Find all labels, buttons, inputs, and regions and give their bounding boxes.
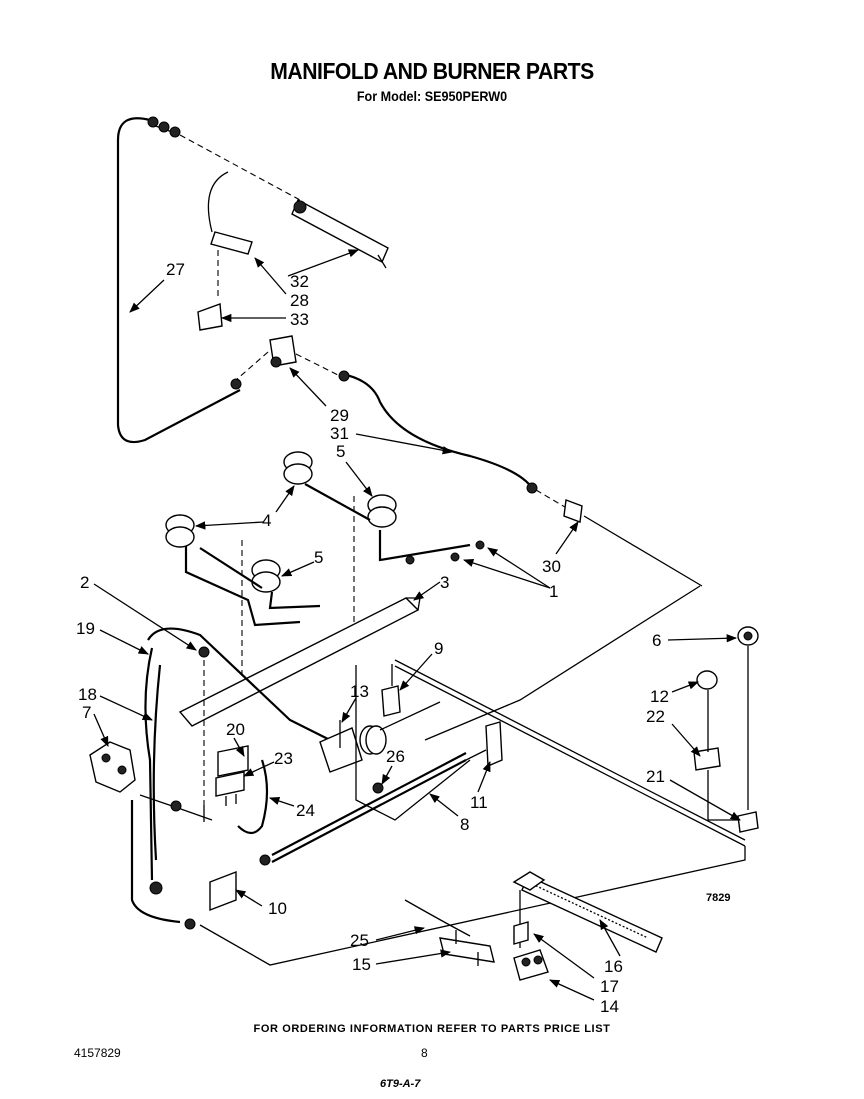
callout-11: 11 (470, 793, 488, 812)
callout-19: 19 (76, 619, 95, 638)
top-burners (165, 451, 485, 690)
ordering-note: FOR ORDERING INFORMATION REFER TO PARTS … (253, 1023, 611, 1035)
callout-23: 23 (274, 749, 293, 768)
callout-5-upper: 5 (336, 442, 345, 461)
callout-4: 4 (262, 511, 271, 530)
callout-27: 27 (166, 260, 185, 279)
callout-32: 32 (290, 272, 309, 291)
page-title: MANIFOLD AND BURNER PARTS (270, 58, 594, 84)
callout-12: 12 (650, 687, 669, 706)
callout-25: 25 (350, 931, 369, 950)
document-number: 4157829 (74, 1046, 121, 1060)
bake-burner-assembly (404, 871, 663, 981)
gas-tubing (89, 627, 331, 930)
callout-2: 2 (80, 573, 89, 592)
page-number: 8 (421, 1046, 428, 1060)
callout-26: 26 (386, 747, 405, 766)
leader-lines (93, 249, 741, 1001)
callout-7: 7 (82, 703, 91, 722)
callout-20: 20 (226, 720, 245, 739)
callout-15: 15 (352, 955, 371, 974)
oven-tube-assembly (116, 116, 703, 587)
thermostat-valve (319, 664, 471, 821)
callout-28: 28 (290, 291, 309, 310)
callout-30: 30 (542, 557, 561, 576)
callout-labels: 27 32 28 33 29 31 5 4 5 30 1 2 3 19 18 7… (76, 260, 669, 1016)
callout-16: 16 (604, 957, 623, 976)
callout-24: 24 (296, 801, 315, 820)
callout-18: 18 (78, 685, 97, 704)
callout-22: 22 (646, 707, 665, 726)
igniter-bracket-group (209, 745, 269, 912)
callout-14: 14 (600, 997, 619, 1016)
callout-1: 1 (549, 582, 558, 601)
callout-21: 21 (646, 767, 665, 786)
handwritten-stamp: 6T9-A-7 (380, 1078, 421, 1090)
callout-17: 17 (600, 977, 619, 996)
manifold-pipe (199, 585, 746, 966)
bracket-11 (465, 721, 503, 768)
figure-code: 7829 (706, 892, 731, 904)
callout-9: 9 (434, 639, 443, 658)
callout-8: 8 (460, 815, 469, 834)
callout-5-lower: 5 (314, 548, 323, 567)
callout-13: 13 (350, 682, 369, 701)
callout-33: 33 (290, 310, 309, 329)
model-subtitle: For Model: SE950PERW0 (356, 88, 508, 104)
callout-29: 29 (330, 406, 349, 425)
callout-6: 6 (652, 631, 661, 650)
callout-10: 10 (268, 899, 287, 918)
right-hardware (693, 626, 759, 833)
callout-31: 31 (330, 424, 349, 443)
callout-3: 3 (440, 573, 449, 592)
